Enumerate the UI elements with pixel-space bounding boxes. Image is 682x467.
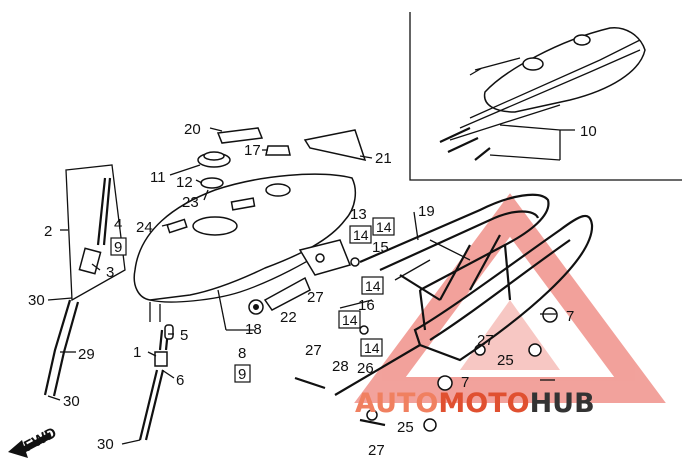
- callout-22: 22: [280, 309, 297, 326]
- callout-3: 3: [106, 264, 114, 281]
- callout-1: 1: [133, 344, 141, 361]
- callout-19: 19: [418, 203, 435, 220]
- callout-14e: 14: [364, 340, 380, 356]
- callout-14d: 14: [342, 312, 358, 328]
- callout-27a: 27: [307, 289, 324, 306]
- leader-10a: [499, 124, 561, 131]
- box-14a: [349, 225, 372, 244]
- callout-29: 29: [78, 346, 95, 363]
- callout-20: 20: [184, 121, 201, 138]
- callouts: 1 2 3 4 5 6 7 7 8 9 9 10 11 12 13 14 14 …: [28, 121, 597, 459]
- watermark-auto: AUTO: [355, 388, 438, 419]
- callout-30b: 30: [63, 393, 80, 410]
- filler-cap-parts: [197, 127, 367, 189]
- fwd-arrow: FWD: [8, 424, 60, 458]
- watermark-text: AUTOMOTOHUB: [355, 388, 595, 419]
- callout-10: 10: [580, 123, 597, 140]
- callout-16: 16: [358, 297, 375, 314]
- box-9a: [110, 237, 127, 256]
- callout-9b: 9: [238, 366, 246, 383]
- fuel-tank: [133, 173, 357, 322]
- petcock-outlet: [149, 302, 161, 322]
- watermark-hub: HUB: [530, 388, 595, 419]
- callout-28: 28: [332, 358, 349, 375]
- callout-25a: 25: [497, 352, 514, 369]
- fwd-label: FWD: [21, 424, 59, 455]
- callout-13: 13: [350, 206, 367, 223]
- callout-7b: 7: [461, 374, 469, 391]
- rack-frame: [359, 193, 594, 362]
- callout-9a: 9: [114, 239, 122, 256]
- leader-lines: [47, 127, 556, 445]
- box-14c: [361, 276, 384, 295]
- callout-11: 11: [150, 169, 166, 186]
- callout-14a: 14: [353, 227, 369, 243]
- callout-6: 6: [176, 372, 184, 389]
- callout-5: 5: [180, 327, 188, 344]
- callout-27d: 27: [368, 442, 385, 459]
- callout-15: 15: [372, 239, 389, 256]
- callout-2: 2: [44, 223, 52, 240]
- box-14b: [372, 217, 395, 236]
- box-14e: [360, 338, 383, 357]
- watermark-moto: MOTO: [438, 388, 529, 419]
- callout-14b: 14: [376, 219, 392, 235]
- callout-7a: 7: [566, 308, 574, 325]
- callout-26: 26: [357, 360, 374, 377]
- callout-24: 24: [136, 219, 153, 236]
- mounting-hardware: [217, 239, 558, 432]
- callout-12: 12: [176, 174, 193, 191]
- filler-opening: [192, 216, 238, 236]
- callout-18: 18: [245, 321, 262, 338]
- callout-30c: 30: [97, 436, 114, 453]
- callout-25b: 25: [397, 419, 414, 436]
- box-9b: [234, 364, 251, 383]
- callout-30a: 30: [28, 292, 45, 309]
- callout-27c: 27: [477, 332, 494, 349]
- callout-17: 17: [244, 142, 261, 159]
- inset-frame: [409, 12, 682, 181]
- callout-21: 21: [375, 150, 392, 167]
- callout-4: 4: [114, 216, 122, 233]
- callout-8: 8: [238, 345, 246, 362]
- box-14d: [338, 310, 361, 329]
- callout-14c: 14: [365, 278, 381, 294]
- callout-27b: 27: [305, 342, 322, 359]
- callout-23: 23: [182, 194, 199, 211]
